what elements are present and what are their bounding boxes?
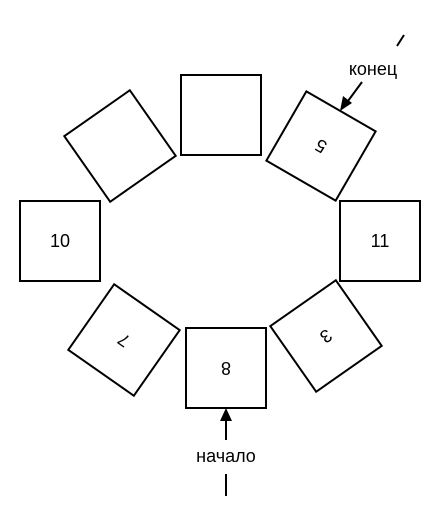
box-top-right: 5 [264,89,378,203]
end-arrow-head [340,96,352,111]
start-arrow-head [220,408,232,421]
end-arrow-tail [396,34,405,47]
box-top [180,74,262,156]
box-label: 10 [50,231,70,251]
box-bottom-left: 7 [66,282,182,398]
box-bottom: 8 [185,327,267,409]
box-right: 11 [339,200,421,282]
start-label: начало [196,446,256,466]
box-left: 10 [19,200,101,282]
end-label: конец [349,59,397,79]
box-top-left [62,88,178,204]
box-label: 8 [221,358,231,378]
box-label: 11 [371,231,390,251]
end-arrow-line [347,81,363,102]
box-bottom-right: 3 [268,278,384,394]
